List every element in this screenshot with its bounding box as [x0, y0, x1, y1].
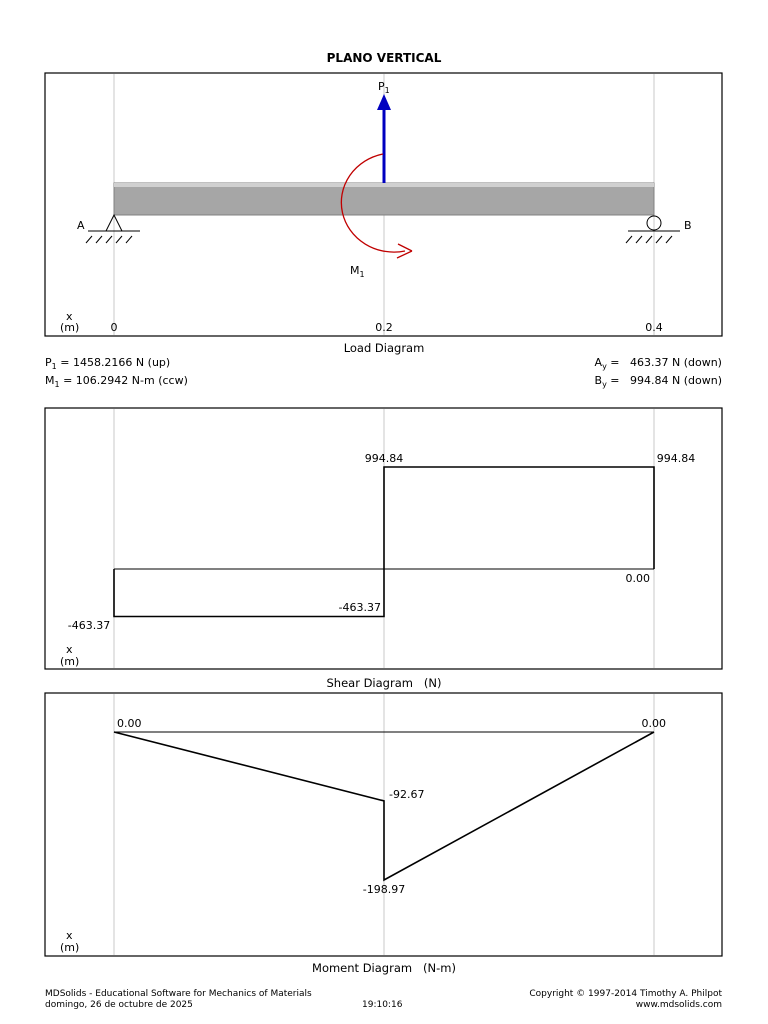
shear-label-min-start: -463.37: [68, 619, 110, 632]
moment-label-m1: M1: [350, 264, 365, 279]
moment-diagram: 0.00 0.00 -92.67 -198.97 x (m): [44, 692, 723, 957]
footer-time: 19:10:16: [362, 1000, 403, 1010]
page-title: PLANO VERTICAL: [326, 51, 442, 65]
load-diagram-caption: Load Diagram: [343, 341, 425, 355]
footer-left: MDSolids - Educational Software for Mech…: [45, 989, 312, 1011]
beam-highlight: [114, 183, 654, 187]
by-reaction: By = 994.84 N (down): [594, 374, 722, 390]
shear-label-max-left: 994.84: [365, 452, 404, 465]
shear-label-min-mid: -463.37: [339, 601, 381, 614]
p1-result: P1 = 1458.2166 N (up): [45, 356, 171, 372]
support-b-label: B: [684, 219, 692, 232]
beam: [113, 182, 655, 216]
footer-website: www.mdsolids.com: [635, 1000, 722, 1010]
moment-line: [113, 731, 655, 882]
load-diagram: A B P1 M1 x (m) 0 0.2 0.4: [44, 72, 723, 337]
x-axis-unit: (m): [60, 655, 79, 668]
shear-diagram-frame: [44, 407, 723, 670]
x-axis-unit: (m): [60, 941, 79, 954]
x-tick-0: 0: [111, 321, 118, 334]
shear-label-zero-end: 0.00: [626, 572, 651, 585]
x-axis-label: x: [66, 310, 73, 323]
x-axis-label: x: [66, 929, 73, 942]
m1-result: M1 = 106.2942 N-m (ccw): [45, 374, 188, 390]
support-a-label: A: [77, 219, 85, 232]
ay-reaction: Ay = 463.37 N (down): [594, 356, 722, 372]
moment-label-end: 0.00: [642, 717, 667, 730]
moment-label-start: 0.00: [117, 717, 142, 730]
load-diagram-frame: [44, 72, 723, 337]
pin-support-a: [85, 213, 140, 244]
results-left: P1 = 1458.2166 N (up) M1 = 106.2942 N-m …: [45, 356, 188, 392]
shear-diagram-caption: Shear Diagram (N): [326, 676, 442, 690]
moment-label-mid-left: -92.67: [389, 788, 424, 801]
x-axis-unit: (m): [60, 321, 79, 334]
footer-copyright: Copyright © 1997-2014 Timothy A. Philpot: [529, 989, 722, 999]
footer-date: domingo, 26 de octubre de 2025: [45, 1000, 193, 1010]
shear-label-max-right: 994.84: [657, 452, 696, 465]
force-arrow-p1: [377, 94, 391, 183]
moment-label-min: -198.97: [363, 883, 405, 896]
force-label-p1: P1: [378, 80, 390, 95]
roller-support-b: [625, 215, 680, 244]
footer-software: MDSolids - Educational Software for Mech…: [45, 989, 312, 999]
moment-diagram-frame: [44, 692, 723, 957]
moment-arrow-m1: [340, 153, 413, 259]
x-axis-label: x: [66, 643, 73, 656]
results-right: Ay = 463.37 N (down) By = 994.84 N (down…: [595, 356, 722, 392]
footer-right: Copyright © 1997-2014 Timothy A. Philpot…: [529, 989, 722, 1011]
x-tick-0.2: 0.2: [375, 321, 393, 334]
shear-line: [113, 466, 655, 618]
shear-diagram: 994.84 994.84 0.00 -463.37 -463.37 x (m): [44, 407, 723, 670]
x-tick-0.4: 0.4: [645, 321, 663, 334]
moment-diagram-caption: Moment Diagram (N-m): [312, 961, 456, 975]
